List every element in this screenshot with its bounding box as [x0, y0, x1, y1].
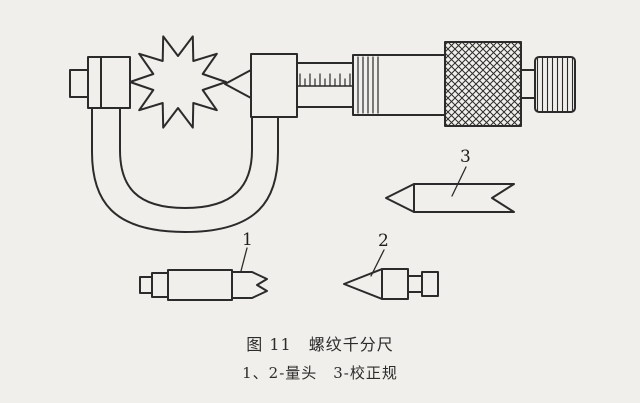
measuring-head-1: [139, 269, 268, 301]
figure-subcaption: 1、2-量头 3-校正规: [242, 364, 398, 382]
end-cap: [534, 56, 576, 113]
micrometer-drawing: 1 2 3: [69, 35, 576, 301]
calibration-gauge: [385, 183, 515, 213]
part-label-2: 2: [378, 231, 389, 251]
spindle-neck: [520, 69, 536, 99]
figure-caption: 图 11 螺纹千分尺: [246, 335, 394, 354]
part-label-3: 3: [460, 147, 471, 167]
ratchet-knurl: [444, 41, 522, 127]
spindle-tip: [224, 69, 252, 99]
micrometer-frame: [91, 99, 279, 233]
anvil-block: [69, 56, 131, 109]
thread-workpiece: [129, 35, 227, 129]
measuring-head-2: [343, 268, 439, 300]
graduated-sleeve: [296, 62, 354, 108]
part-label-1: 1: [242, 230, 253, 250]
leader-lines: [240, 166, 467, 277]
spindle-housing: [250, 53, 298, 118]
thimble: [352, 54, 446, 116]
